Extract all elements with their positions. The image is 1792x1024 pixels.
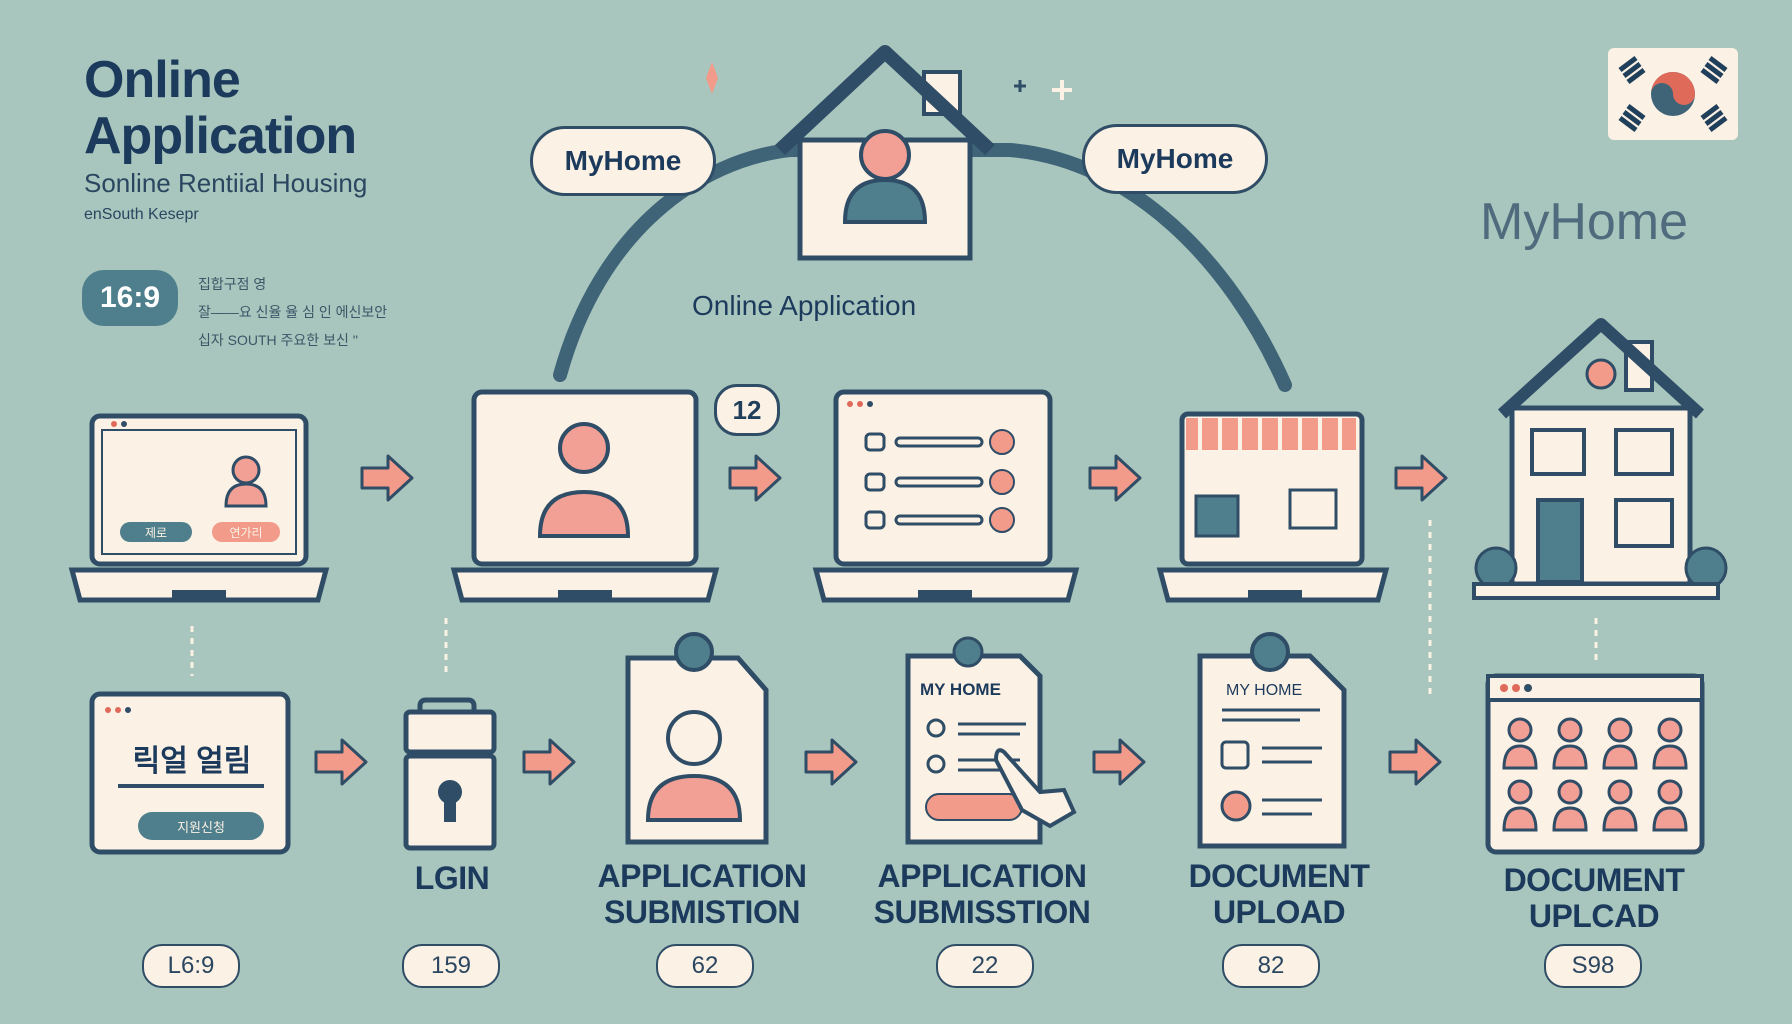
screen-button-1: 제로 [144, 525, 168, 540]
step-pill-5: 82 [1222, 944, 1320, 988]
laptop-2-icon [450, 389, 720, 603]
browser-card-icon [89, 691, 291, 855]
center-label: Online Application [692, 290, 917, 321]
sparkle-icon [706, 62, 718, 94]
arrow-icon-bottom-3 [804, 738, 858, 786]
person-icon [1602, 779, 1638, 832]
doc-header: MY HOME [1226, 682, 1303, 699]
note-line-3: 십자 SOUTH 주요한 보신 '' [198, 332, 359, 348]
note-line-2: 잘——요 신율 율 심 인 에신보안 [198, 304, 388, 320]
step-label-login: LGIN [414, 860, 490, 896]
cloud-label-right: MyHome [1082, 124, 1268, 194]
step-label-document-upload: DOCUMENT UPLOAD [1188, 858, 1370, 930]
screen-button-2: 연가리 [229, 525, 263, 540]
clipboard-person-icon [625, 632, 769, 845]
person-icon [1652, 717, 1688, 770]
step-label-document-upload-2: DOCUMENT UPLCAD [1503, 862, 1685, 934]
subtitle: Sonline Rentiial Housing [84, 168, 368, 198]
step-label-application-1: APPLICATION SUBMISTION [597, 858, 807, 930]
people-grid [1500, 712, 1690, 842]
step-label-application-2: APPLICATION SUBMISSTION [873, 858, 1091, 930]
person-icon [1502, 717, 1538, 770]
house-top-icon [775, 45, 995, 261]
card-button: 지원신청 [177, 819, 225, 835]
step-pill-3: 62 [656, 944, 754, 988]
arrow-icon-bottom-4 [1092, 738, 1146, 786]
arrow-icon-top-4 [1394, 454, 1448, 502]
arrow-icon-bottom-2 [522, 738, 576, 786]
form-header: MY HOME [920, 680, 1001, 699]
laptop-3-icon [812, 389, 1080, 603]
form-document-icon [905, 636, 1043, 845]
arrow-icon-top-3 [1088, 454, 1142, 502]
person-icon [1502, 779, 1538, 832]
laptop-1-icon [68, 413, 330, 603]
step-pill-2: 159 [402, 944, 500, 988]
ratio-badge: 16:9 [82, 270, 178, 326]
people-grid-svg [1502, 717, 1688, 832]
arrow-icon-top-1 [360, 454, 414, 502]
step-pill-4: 22 [936, 944, 1034, 988]
step-number-badge: 12 [714, 384, 780, 436]
house-right-icon [1472, 318, 1728, 600]
subtitle-secondary: enSouth Kesepr [84, 206, 199, 223]
document-upload-icon [1197, 632, 1347, 849]
title-line-1: Online [84, 51, 241, 109]
sparkle-icon-2 [1052, 80, 1072, 100]
lock-icon [403, 697, 497, 851]
note-line-1: 집합구점 영 [198, 276, 267, 292]
person-icon [1552, 717, 1588, 770]
cloud-label-left: MyHome [530, 126, 716, 196]
flag-icon [1608, 48, 1738, 140]
people-grid-icon [1485, 673, 1705, 855]
laptop-4-icon [1156, 411, 1390, 603]
person-icon [1652, 779, 1688, 832]
pointer-hand-icon [993, 748, 1077, 829]
person-icon [1552, 779, 1588, 832]
brand-logo-text: MyHome [1480, 193, 1689, 251]
arrow-icon-bottom-5 [1388, 738, 1442, 786]
title-line-2: Application [84, 107, 357, 165]
step-pill-6: S98 [1544, 944, 1642, 988]
person-icon [1602, 717, 1638, 770]
arrow-icon-bottom-1 [314, 738, 368, 786]
arrow-icon-top-2 [728, 454, 782, 502]
page-title: Online Application [84, 51, 357, 165]
step-pill-1: L6:9 [142, 944, 240, 988]
sparkle-icon-3 [1014, 80, 1026, 92]
card-heading: 릭얼 얼림 [132, 745, 252, 778]
